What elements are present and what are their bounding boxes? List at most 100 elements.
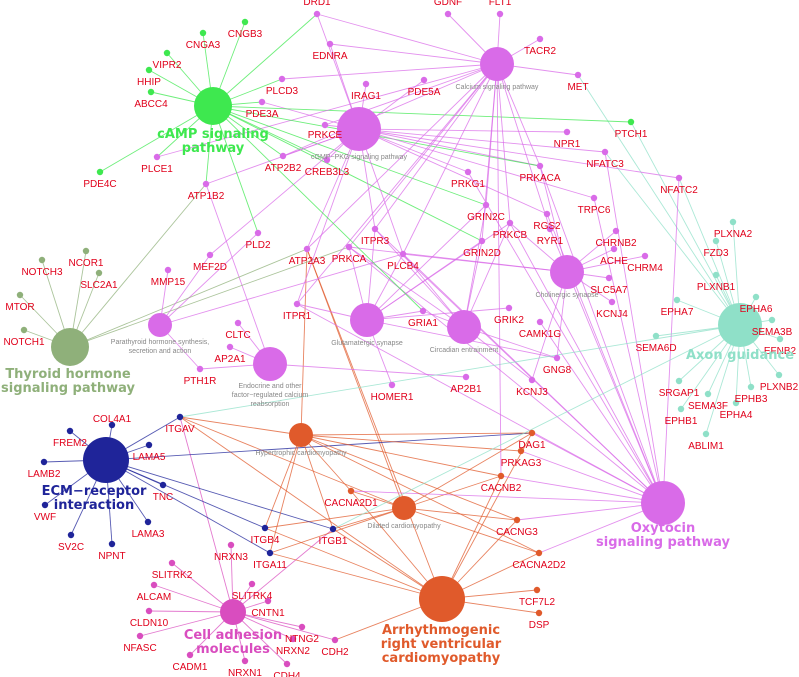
gene-node-sema3f	[704, 390, 712, 398]
gene-node-srgap1	[675, 377, 683, 385]
gene-node-layer	[16, 10, 784, 668]
gene-node-cacna2d1	[347, 487, 355, 495]
edge-itpr1-calcium	[296, 63, 498, 305]
edge-dag1-hcm	[300, 432, 533, 436]
gene-node-prkg1	[464, 168, 472, 176]
term-node-layer	[51, 47, 762, 625]
gene-node-gdnf	[444, 10, 452, 18]
gene-node-nfatc2	[675, 174, 683, 182]
term-label-cholinergic: Cholinergic synapse	[535, 292, 598, 299]
gene-node-prkcb	[506, 219, 514, 227]
hub-label-thyroid: signaling pathway	[1, 381, 135, 396]
gene-node-nrxn3	[227, 541, 235, 549]
gene-node-ap2b1	[462, 373, 470, 381]
gene-label-itgb4: ITGB4	[251, 535, 280, 546]
edge-itgb4-ecm	[105, 459, 266, 529]
gene-node-notch3	[38, 256, 46, 264]
edge-creb3l3-camp	[212, 105, 328, 161]
edge-slitrk2-cell	[171, 562, 234, 613]
term-node-cholinergic	[550, 255, 584, 289]
edge-dag1-dcm	[403, 432, 533, 509]
edge-mef2d-cgmp	[209, 128, 360, 256]
gene-node-col4a1	[108, 421, 116, 429]
edge-grin2c-circadian	[463, 204, 487, 328]
gene-label-pld2: PLD2	[245, 240, 270, 251]
gene-node-chrnb2	[612, 227, 620, 235]
edge-grik2-glutamatergic	[366, 307, 510, 321]
edge-pde4c-camp	[99, 105, 214, 173]
gene-node-mef2d	[206, 251, 214, 259]
edge-atp2a3-dcm	[306, 248, 405, 509]
hub-label-thyroid: Thyroid hormone	[5, 367, 131, 382]
gene-label-notch1: NOTCH1	[3, 337, 45, 348]
gene-label-srgap1: SRGAP1	[659, 388, 700, 399]
edge-itgb1-cell	[232, 528, 334, 613]
edge-prkaca-oxytocin	[539, 165, 664, 504]
gene-node-ache	[610, 245, 618, 253]
edge-plcb4-parathyroid	[159, 253, 404, 326]
edge-nfatc2-axon	[678, 177, 741, 326]
gene-node-homer1	[388, 381, 396, 389]
gene-node-dsp	[535, 609, 543, 617]
hub-label-camp: pathway	[182, 141, 245, 156]
term-label-calcium: Calcium signaling pathway	[456, 84, 539, 91]
gene-node-grin2d	[478, 237, 486, 245]
edge-itgb1-axon	[332, 324, 741, 530]
edge-pld2-camp	[212, 105, 259, 234]
gene-label-nrxn2: NRXN2	[276, 646, 310, 657]
edge-cacna2d1-arvc	[350, 490, 443, 600]
edge-itga11-dcm	[269, 507, 405, 554]
edge-plcd3-calcium	[281, 63, 498, 80]
hub-node-cell	[220, 599, 246, 625]
gene-node-camk1g	[536, 318, 544, 326]
gene-node-itgb1	[329, 525, 337, 533]
gene-node-atp2a3	[303, 245, 311, 253]
edge-plcb4-cgmp	[358, 128, 404, 255]
gene-label-cnga3: CNGA3	[186, 40, 221, 51]
edge-trpc6-cgmp	[358, 128, 595, 199]
hub-label-camp: cAMP signaling	[157, 127, 269, 142]
hub-label-arvc: Arrhythmogenic	[382, 623, 500, 638]
gene-label-mef2d: MEF2D	[193, 262, 227, 273]
edge-ptch1-camp	[212, 105, 632, 123]
hub-node-arvc	[419, 576, 465, 622]
edge-itgb1-ecm	[105, 459, 334, 530]
gene-label-tcf7l2: TCF7L2	[519, 597, 556, 608]
gene-node-ap2a1	[226, 343, 234, 351]
edge-prkcb-oxytocin	[509, 222, 664, 504]
edge-cacna2d2-oxytocin	[538, 502, 664, 554]
term-label-cgmp: cGMP−PKG signaling pathway	[311, 154, 407, 161]
gene-node-lama3	[144, 518, 152, 526]
gene-node-cadm1	[186, 651, 194, 659]
gene-label-trpc6: TRPC6	[578, 205, 611, 216]
edge-met-axon	[577, 74, 741, 326]
gene-node-nrxn1	[241, 657, 249, 665]
gene-label-atp2a3: ATP2A3	[289, 256, 326, 267]
gene-node-plcb4	[399, 250, 407, 258]
edge-dag1-ecm	[105, 432, 533, 461]
gene-node-itga11	[266, 549, 274, 557]
gene-node-trpc6	[590, 194, 598, 202]
gene-node-pde5a	[420, 76, 428, 84]
gene-label-nfasc: NFASC	[123, 643, 156, 654]
gene-node-notch1	[20, 326, 28, 334]
gene-label-cltc: CLTC	[225, 330, 250, 341]
gene-label-ap2b1: AP2B1	[450, 384, 482, 395]
gene-label-camk1g: CAMK1G	[519, 329, 561, 340]
gene-node-tcf7l2	[533, 586, 541, 594]
gene-label-mmp15: MMP15	[151, 277, 186, 288]
gene-node-prkag3	[517, 447, 525, 455]
gene-label-cdh2: CDH2	[321, 647, 349, 658]
edge-itgav-dcm	[179, 416, 405, 509]
gene-node-plcd3	[278, 75, 286, 83]
gene-node-ephb1	[677, 405, 685, 413]
gene-label-ap2a1: AP2A1	[214, 354, 246, 365]
edge-nfatc3-cgmp	[358, 128, 606, 153]
gene-node-creb3l3	[323, 156, 331, 164]
gene-label-pth1r: PTH1R	[184, 376, 217, 387]
gene-label-npnt: NPNT	[98, 551, 125, 562]
gene-label-gdnf: GDNF	[434, 0, 462, 8]
gene-label-lamb2: LAMB2	[28, 469, 61, 480]
edge-mef2d-parathyroid	[159, 254, 211, 326]
edge-camk1g-oxytocin	[539, 321, 664, 504]
